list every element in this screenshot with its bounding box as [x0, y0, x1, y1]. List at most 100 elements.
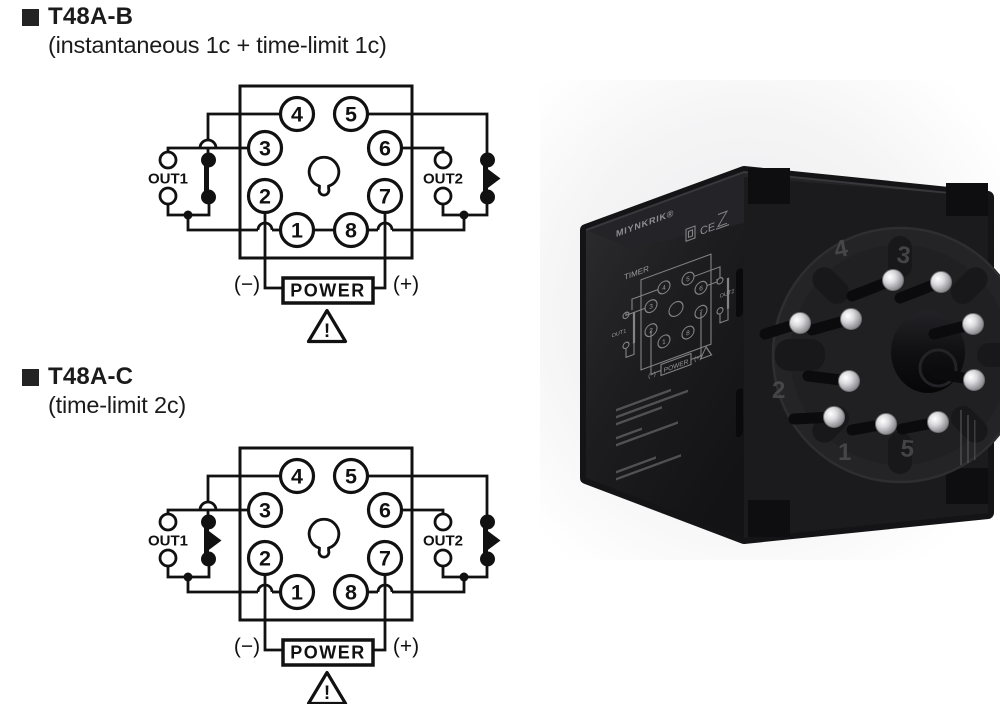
warning-triangle-icon: [306, 308, 348, 344]
svg-text:1: 1: [291, 219, 303, 243]
svg-text:7: 7: [379, 547, 391, 571]
out1-label: OUT1: [148, 533, 188, 550]
socket-outline: [238, 446, 414, 622]
section-bullet-icon: [22, 368, 39, 386]
svg-text:4: 4: [291, 465, 303, 489]
corner-tab: [946, 183, 988, 216]
ce-mark: CE: [700, 221, 716, 238]
relay-side-face: [586, 172, 744, 538]
pin-8: 8: [332, 211, 370, 249]
mini-pin-label: 7: [699, 309, 703, 317]
pin-5: 5: [332, 457, 370, 495]
pin-6: 6: [366, 129, 404, 167]
svg-text:6: 6: [379, 137, 391, 161]
svg-text:5: 5: [345, 103, 357, 127]
svg-text:8: 8: [345, 581, 357, 605]
pin-3: 3: [246, 129, 284, 167]
weee-icon: [716, 210, 729, 230]
out-terminal: [433, 512, 453, 532]
minus-label: (−): [234, 273, 260, 296]
mini-pin-label: 3: [649, 303, 653, 311]
pin-3: 3: [246, 491, 284, 529]
section-subtitle: (time-limit 2c): [48, 392, 186, 418]
molded-number: 3: [895, 241, 912, 270]
pin-6: 6: [366, 491, 404, 529]
pin-8: 8: [332, 573, 370, 611]
section-subtitle: (instantaneous 1c + time-limit 1c): [48, 32, 387, 58]
out-terminal: [158, 186, 178, 206]
out-terminal: [158, 150, 178, 170]
vent-slot: [736, 388, 743, 438]
mini-pin-label: 8: [686, 329, 690, 337]
power-label: POWER: [290, 281, 366, 301]
molded-number: 1: [838, 439, 851, 466]
power-label: POWER: [290, 643, 366, 663]
vent-slot: [736, 268, 743, 318]
out1-label: OUT1: [148, 171, 188, 188]
out2-label: OUT2: [423, 171, 463, 188]
out-terminal: [158, 548, 178, 568]
power-box: [281, 276, 375, 305]
power-box: [281, 638, 375, 667]
svg-text:7: 7: [379, 185, 391, 209]
out-terminal: [158, 512, 178, 532]
plus-label: (+): [393, 273, 419, 296]
molded-number: 4: [832, 235, 851, 264]
junction-dot: [183, 572, 193, 582]
back-face-fine-print: [960, 410, 976, 465]
product-photo: 4 3 2 1 5: [540, 80, 1000, 560]
plus-label: (+): [393, 635, 419, 658]
socket-keyway-icon: [307, 155, 341, 197]
spec-text-lines: [616, 388, 688, 481]
svg-text:3: 3: [259, 499, 271, 523]
corner-tab: [748, 500, 790, 537]
mini-pin-label: 6: [699, 285, 703, 293]
mini-minus-label: (−): [648, 371, 655, 381]
pin-7: 7: [366, 177, 404, 215]
section-header-t48a-c: T48A-C (time-limit 2c): [22, 363, 186, 419]
junction-dot: [459, 210, 469, 220]
mini-out2-label: OUT2: [720, 289, 735, 300]
mini-out1-label: OUT1: [612, 328, 627, 339]
pin-1: 1: [278, 211, 316, 249]
svg-text:2: 2: [259, 547, 271, 571]
warning-exclamation: !: [324, 321, 330, 342]
pin-4: 4: [278, 457, 316, 495]
socket-outline: [238, 84, 414, 260]
mini-pin-label: 4: [662, 284, 666, 292]
pin-2: 2: [246, 539, 284, 577]
svg-text:3: 3: [259, 137, 271, 161]
warning-exclamation: !: [324, 683, 330, 704]
pin-1: 1: [278, 573, 316, 611]
section-title: T48A-C: [48, 363, 134, 390]
out2-contact: [480, 152, 501, 205]
section-header-t48a-b: T48A-B (instantaneous 1c + time-limit 1c…: [22, 3, 387, 59]
out-terminal: [433, 548, 453, 568]
svg-text:5: 5: [345, 465, 357, 489]
junction-dot: [459, 572, 469, 582]
pin-4: 4: [278, 95, 316, 133]
junction-dot: [183, 210, 193, 220]
print-mini-diagram: [622, 253, 730, 377]
mini-pin-label: 2: [649, 327, 653, 335]
out2-label: OUT2: [423, 533, 463, 550]
molded-number: 2: [772, 377, 785, 404]
molded-number: 5: [899, 435, 915, 463]
relay-pin-tips: [789, 269, 985, 435]
relay-top-edge-highlight: [585, 170, 989, 231]
pin-5: 5: [332, 95, 370, 133]
corner-tab: [946, 468, 988, 504]
svg-text:6: 6: [379, 499, 391, 523]
minus-label: (−): [234, 635, 260, 658]
section-bullet-icon: [22, 8, 39, 26]
mini-pin-label: 1: [662, 338, 666, 346]
out1-contact: [201, 152, 216, 205]
pin-7: 7: [366, 539, 404, 577]
wires: [166, 474, 489, 652]
svg-text:2: 2: [259, 185, 271, 209]
socket-keyway-icon: [307, 517, 341, 559]
pin-2: 2: [246, 177, 284, 215]
